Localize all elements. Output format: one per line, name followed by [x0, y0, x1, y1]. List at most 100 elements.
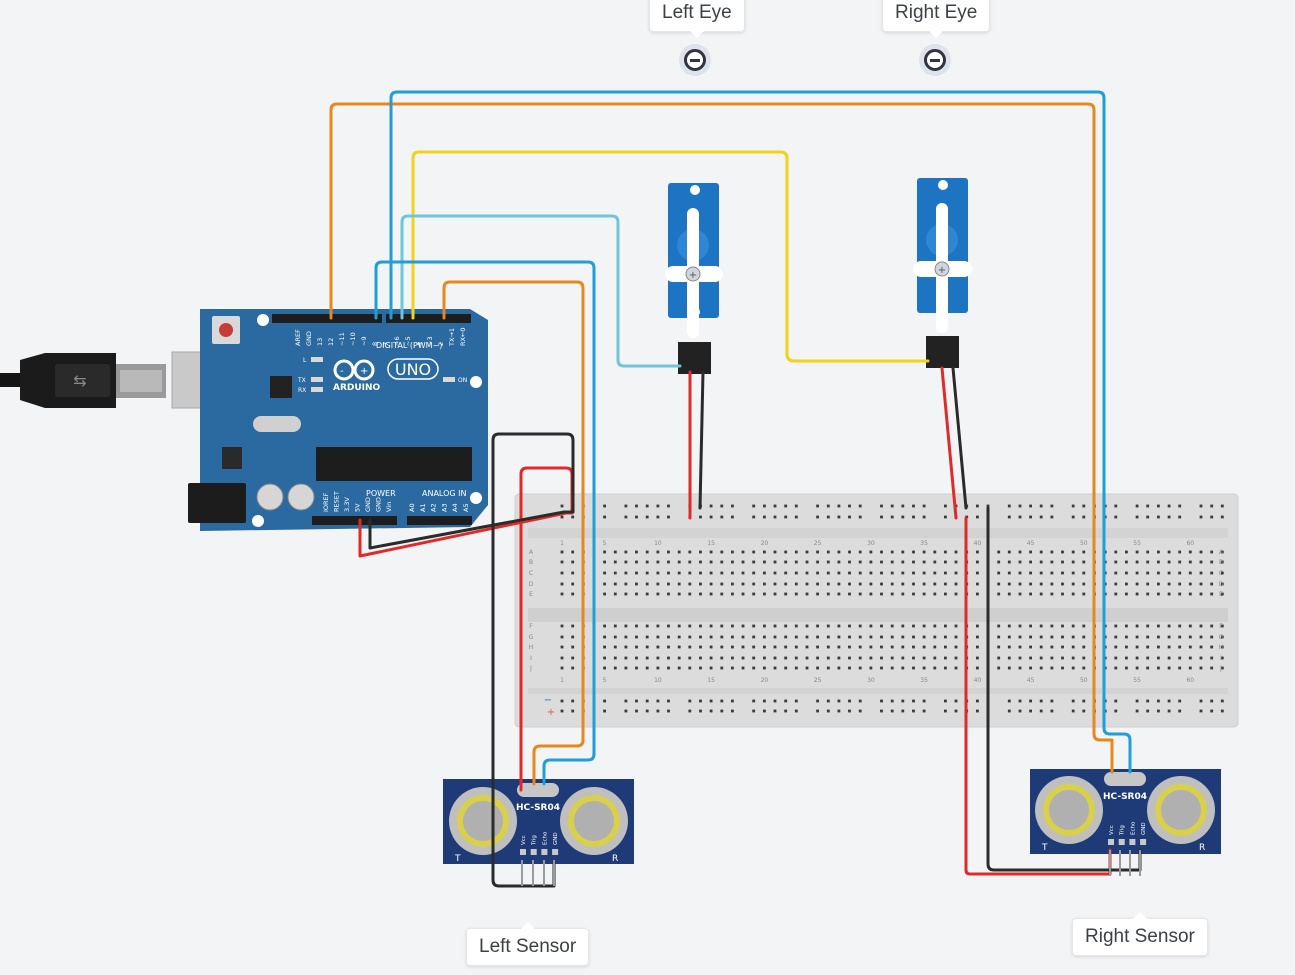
- breadboard-hole[interactable]: [560, 550, 564, 554]
- breadboard-hole[interactable]: [667, 571, 670, 575]
- rail-hole[interactable]: [901, 699, 905, 703]
- breadboard-hole[interactable]: [954, 582, 958, 586]
- breadboard-hole[interactable]: [1050, 571, 1054, 575]
- rail-hole[interactable]: [763, 699, 766, 703]
- rail-hole[interactable]: [1029, 699, 1032, 703]
- breadboard-hole[interactable]: [1125, 645, 1128, 649]
- rail-hole[interactable]: [1157, 515, 1160, 519]
- breadboard-hole[interactable]: [837, 645, 841, 649]
- breadboard-hole[interactable]: [667, 582, 670, 586]
- breadboard-hole[interactable]: [837, 592, 841, 596]
- breadboard-hole[interactable]: [1135, 656, 1139, 660]
- breadboard-hole[interactable]: [752, 666, 756, 670]
- breadboard-hole[interactable]: [720, 635, 724, 639]
- breadboard-hole[interactable]: [1039, 550, 1043, 554]
- breadboard-hole[interactable]: [1178, 645, 1182, 649]
- breadboard-hole[interactable]: [933, 582, 937, 586]
- breadboard-hole[interactable]: [773, 645, 777, 649]
- breadboard-hole[interactable]: [1082, 656, 1086, 660]
- breadboard-hole[interactable]: [1146, 635, 1150, 639]
- right-eye-remove-button[interactable]: [919, 44, 951, 76]
- rail-hole[interactable]: [901, 504, 905, 508]
- breadboard-hole[interactable]: [763, 571, 766, 575]
- breadboard-hole[interactable]: [1082, 645, 1086, 649]
- breadboard-hole[interactable]: [1178, 666, 1182, 670]
- breadboard-hole[interactable]: [1114, 624, 1118, 628]
- breadboard-hole[interactable]: [1167, 550, 1171, 554]
- breadboard-hole[interactable]: [848, 571, 851, 575]
- breadboard-hole[interactable]: [848, 666, 851, 670]
- breadboard-hole[interactable]: [1178, 656, 1182, 660]
- breadboard-hole[interactable]: [656, 571, 660, 575]
- breadboard-hole[interactable]: [1210, 592, 1214, 596]
- breadboard-hole[interactable]: [1188, 582, 1192, 586]
- breadboard-hole[interactable]: [912, 582, 915, 586]
- breadboard-hole[interactable]: [1071, 666, 1075, 670]
- breadboard-hole[interactable]: [624, 635, 628, 639]
- breadboard-hole[interactable]: [944, 582, 947, 586]
- rail-hole[interactable]: [848, 699, 851, 703]
- breadboard-hole[interactable]: [1029, 560, 1032, 564]
- breadboard-hole[interactable]: [805, 582, 809, 586]
- breadboard-hole[interactable]: [869, 656, 873, 660]
- breadboard-hole[interactable]: [731, 645, 734, 649]
- breadboard-hole[interactable]: [1082, 666, 1086, 670]
- rail-hole[interactable]: [954, 699, 958, 703]
- breadboard-hole[interactable]: [1061, 635, 1064, 639]
- breadboard-hole[interactable]: [571, 624, 575, 628]
- breadboard-hole[interactable]: [741, 656, 745, 660]
- breadboard-hole[interactable]: [826, 571, 830, 575]
- breadboard-hole[interactable]: [1029, 571, 1032, 575]
- breadboard-hole[interactable]: [858, 550, 862, 554]
- breadboard-hole[interactable]: [741, 560, 745, 564]
- breadboard-hole[interactable]: [667, 624, 670, 628]
- breadboard-hole[interactable]: [954, 656, 958, 660]
- wire-orange-left-trig[interactable]: [442, 280, 585, 786]
- breadboard-hole[interactable]: [635, 656, 638, 660]
- breadboard-hole[interactable]: [890, 560, 894, 564]
- breadboard-hole[interactable]: [997, 624, 1001, 628]
- breadboard-hole[interactable]: [645, 624, 649, 628]
- breadboard-hole[interactable]: [933, 635, 937, 639]
- breadboard-hole[interactable]: [880, 560, 883, 564]
- breadboard-hole[interactable]: [784, 666, 788, 670]
- breadboard-hole[interactable]: [997, 571, 1001, 575]
- breadboard-hole[interactable]: [1167, 592, 1171, 596]
- breadboard-hole[interactable]: [805, 624, 809, 628]
- breadboard-hole[interactable]: [677, 645, 681, 649]
- breadboard-hole[interactable]: [1061, 592, 1064, 596]
- breadboard-hole[interactable]: [688, 550, 692, 554]
- rail-hole[interactable]: [560, 515, 564, 519]
- breadboard-hole[interactable]: [656, 645, 660, 649]
- breadboard-hole[interactable]: [869, 560, 873, 564]
- breadboard-hole[interactable]: [922, 645, 926, 649]
- rail-hole[interactable]: [624, 504, 628, 508]
- rail-hole[interactable]: [1157, 699, 1160, 703]
- breadboard-hole[interactable]: [1050, 645, 1054, 649]
- breadboard-hole[interactable]: [741, 645, 745, 649]
- breadboard-hole[interactable]: [794, 571, 798, 575]
- breadboard-hole[interactable]: [805, 550, 809, 554]
- rail-hole[interactable]: [976, 515, 979, 519]
- breadboard-hole[interactable]: [1188, 571, 1192, 575]
- rail-hole[interactable]: [1007, 515, 1011, 519]
- breadboard-hole[interactable]: [699, 666, 702, 670]
- breadboard-hole[interactable]: [816, 582, 819, 586]
- breadboard-hole[interactable]: [741, 582, 745, 586]
- breadboard-hole[interactable]: [1029, 635, 1032, 639]
- breadboard-hole[interactable]: [1199, 582, 1203, 586]
- breadboard-hole[interactable]: [922, 560, 926, 564]
- breadboard-hole[interactable]: [944, 550, 947, 554]
- rail-hole[interactable]: [837, 504, 841, 508]
- breadboard-hole[interactable]: [997, 592, 1001, 596]
- rail-hole[interactable]: [1018, 699, 1022, 703]
- breadboard-hole[interactable]: [880, 624, 883, 628]
- rail-hole[interactable]: [837, 515, 841, 519]
- rail-hole[interactable]: [1082, 515, 1086, 519]
- breadboard-hole[interactable]: [1061, 624, 1064, 628]
- breadboard-hole[interactable]: [688, 624, 692, 628]
- breadboard-hole[interactable]: [976, 635, 979, 639]
- sensor-pin[interactable]: [530, 849, 537, 855]
